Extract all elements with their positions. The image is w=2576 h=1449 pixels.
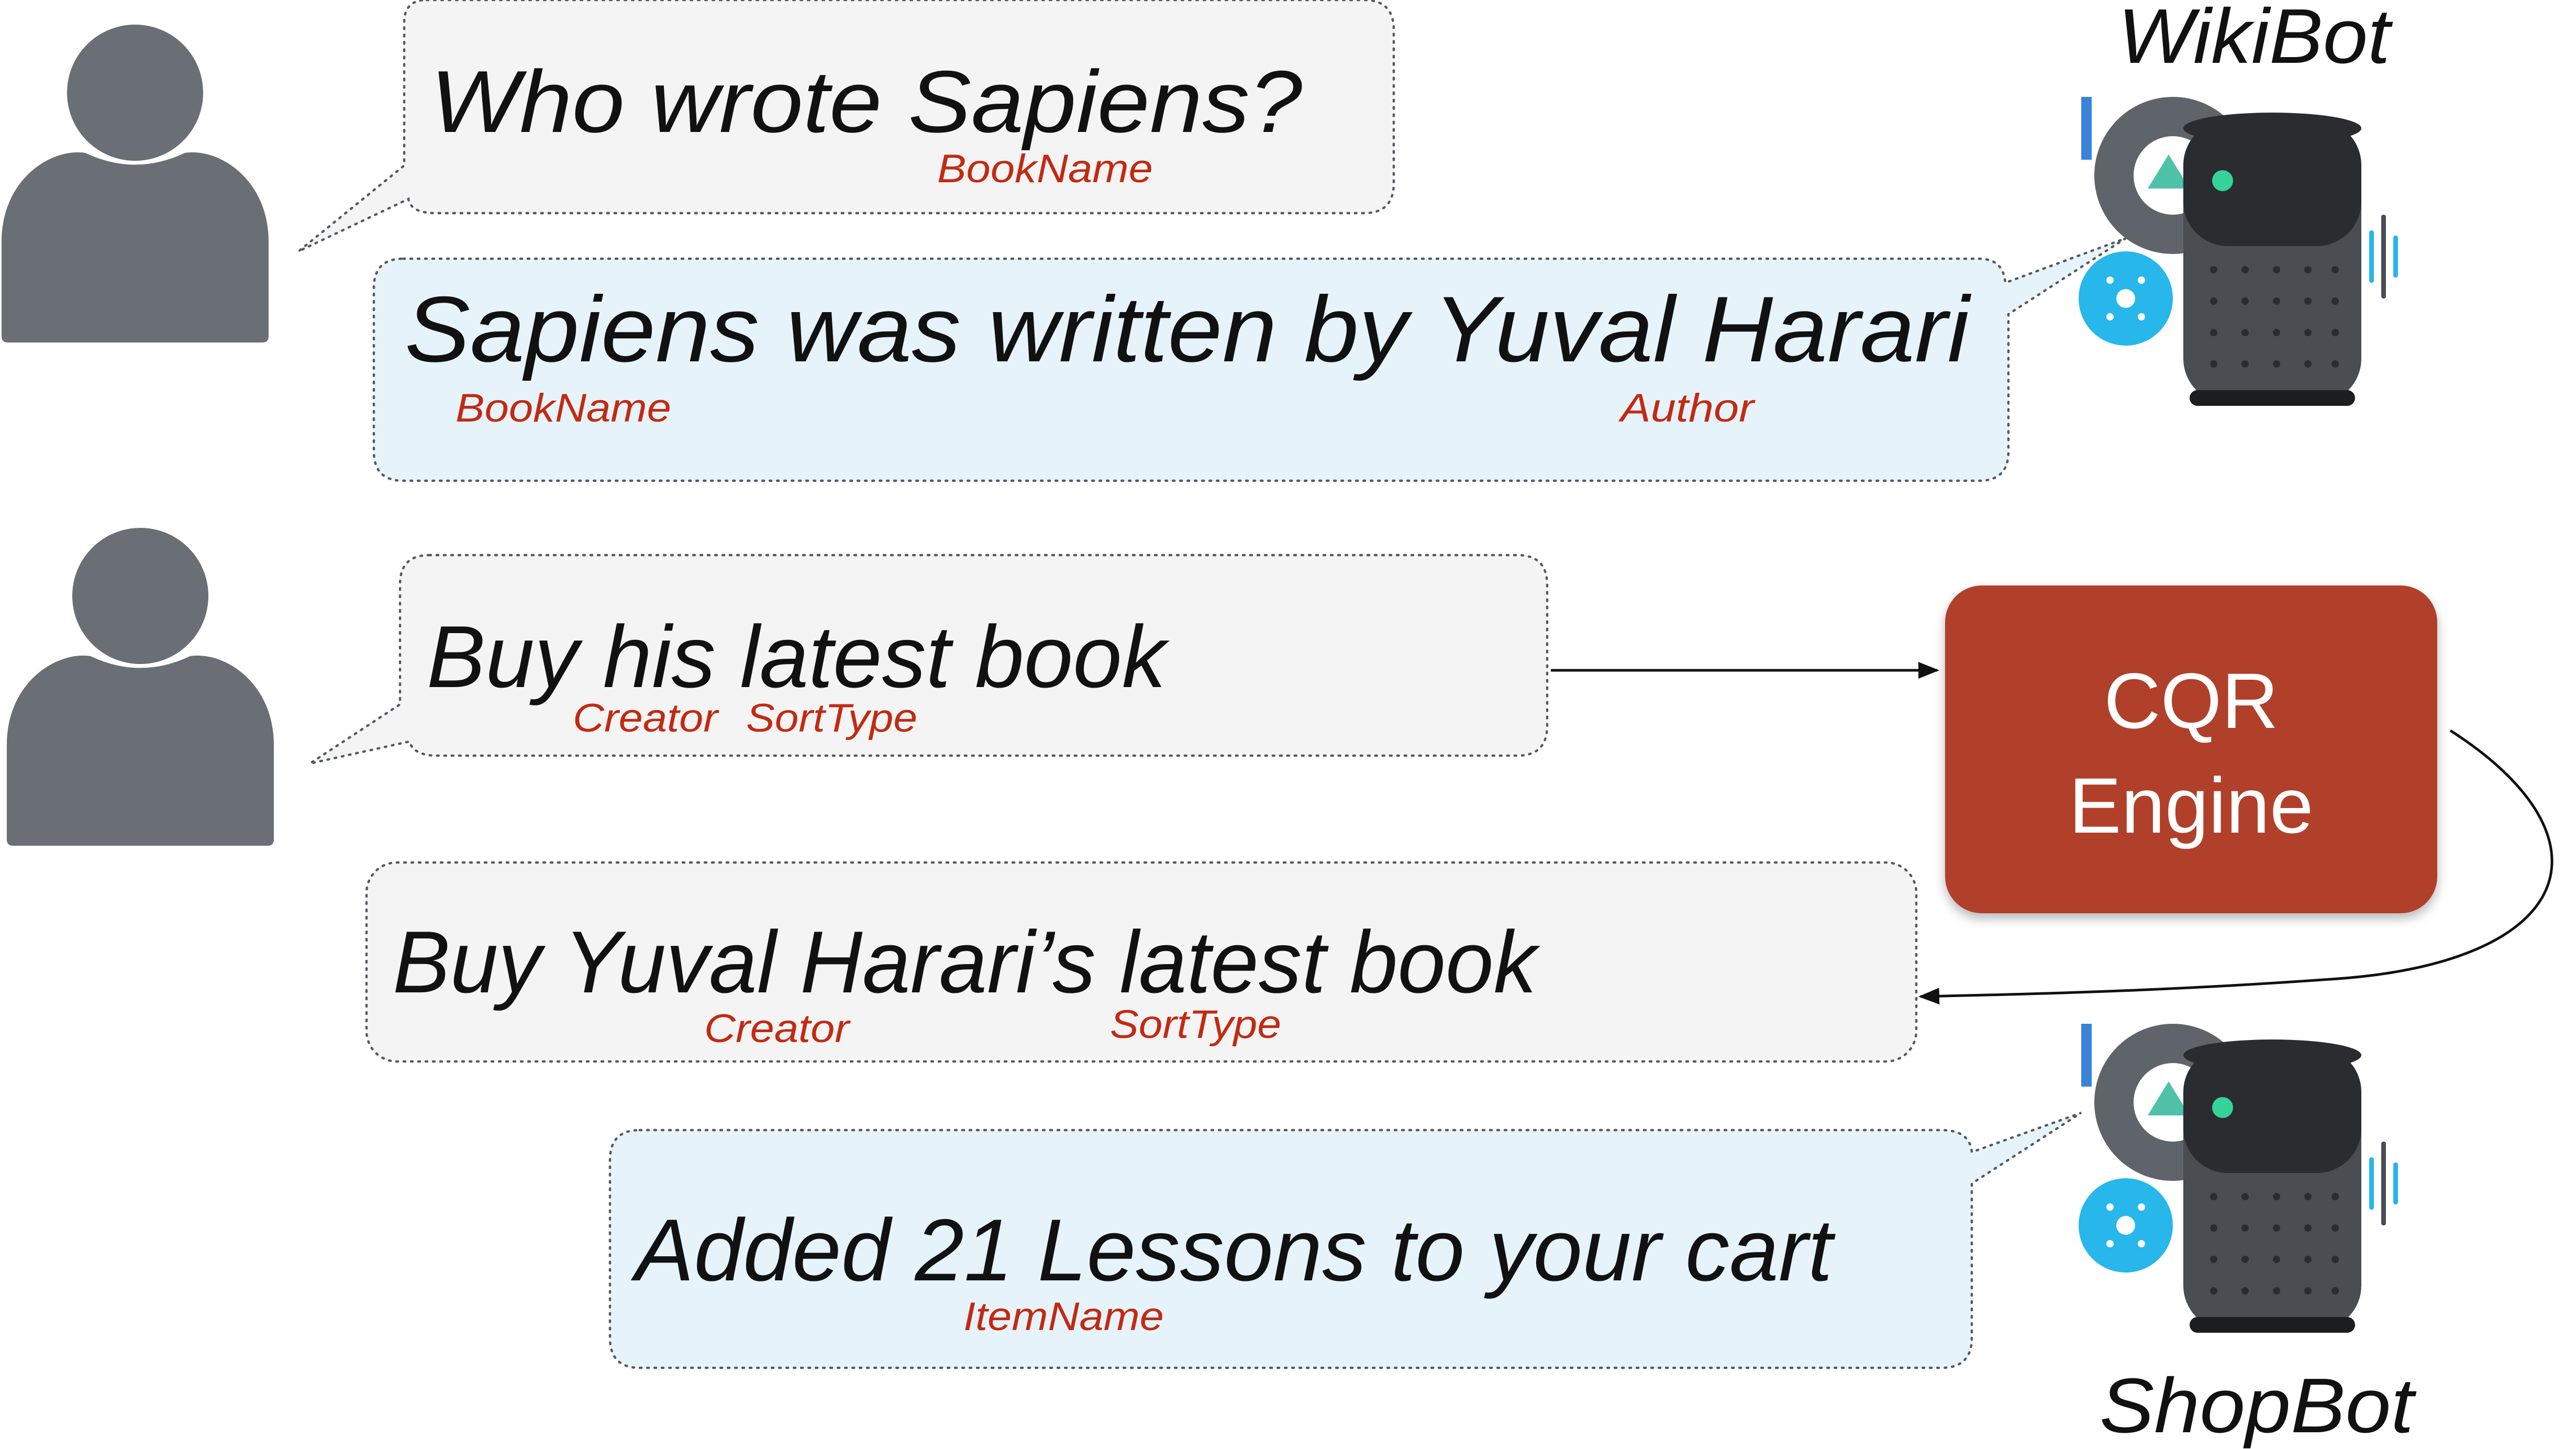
answer-text: Sapiens was written by Yuval Harari (405, 277, 1972, 381)
cqr-engine-box: CQR Engine (1945, 585, 2437, 913)
slot-label-creator: Creator (704, 1006, 851, 1051)
wikibot-label: WikiBot (2118, 0, 2393, 80)
shopbot-answer-bubble: Added 21 Lessons to your cart ItemName (608, 1111, 2082, 1369)
person-icon (7, 528, 274, 846)
user-followup-bubble: Buy his latest book Creator SortType (309, 554, 1549, 765)
wikibot: WikiBot (2079, 0, 2398, 406)
cart-confirmation-text: Added 21 Lessons to your cart (630, 1201, 1836, 1299)
user-avatar-2 (7, 528, 274, 846)
slot-label-sorttype: SortType (746, 696, 917, 740)
engine-title-line2: Engine (2069, 761, 2313, 849)
rewritten-query-text: Buy Yuval Harari’s latest book (393, 913, 1541, 1011)
smart-speaker-icon (2079, 97, 2398, 406)
user-avatar-1 (2, 25, 269, 342)
engine-title-line1: CQR (2104, 657, 2278, 745)
rewritten-query-bubble: Buy Yuval Harari’s latest book Creator S… (365, 861, 1918, 1063)
shopbot: ShopBot (2079, 1024, 2417, 1449)
slot-label-itemname: ItemName (963, 1295, 1164, 1339)
slot-label-bookname: BookName (456, 386, 671, 430)
user-question-bubble: Who wrote Sapiens? BookName (297, 0, 1395, 253)
smart-speaker-icon (2079, 1024, 2398, 1333)
question-text: Who wrote Sapiens? (430, 52, 1302, 151)
shopbot-label: ShopBot (2100, 1363, 2417, 1449)
slot-label-sorttype: SortType (1110, 1002, 1281, 1047)
arrow-from-engine (1918, 729, 2553, 1005)
slot-label-author: Author (1618, 386, 1756, 430)
followup-text: Buy his latest book (427, 607, 1170, 706)
slot-label-creator: Creator (573, 696, 719, 740)
slot-label-bookname: BookName (937, 147, 1153, 191)
person-icon (2, 25, 269, 342)
bot-answer-bubble: Sapiens was written by Yuval Harari Book… (372, 237, 2127, 482)
